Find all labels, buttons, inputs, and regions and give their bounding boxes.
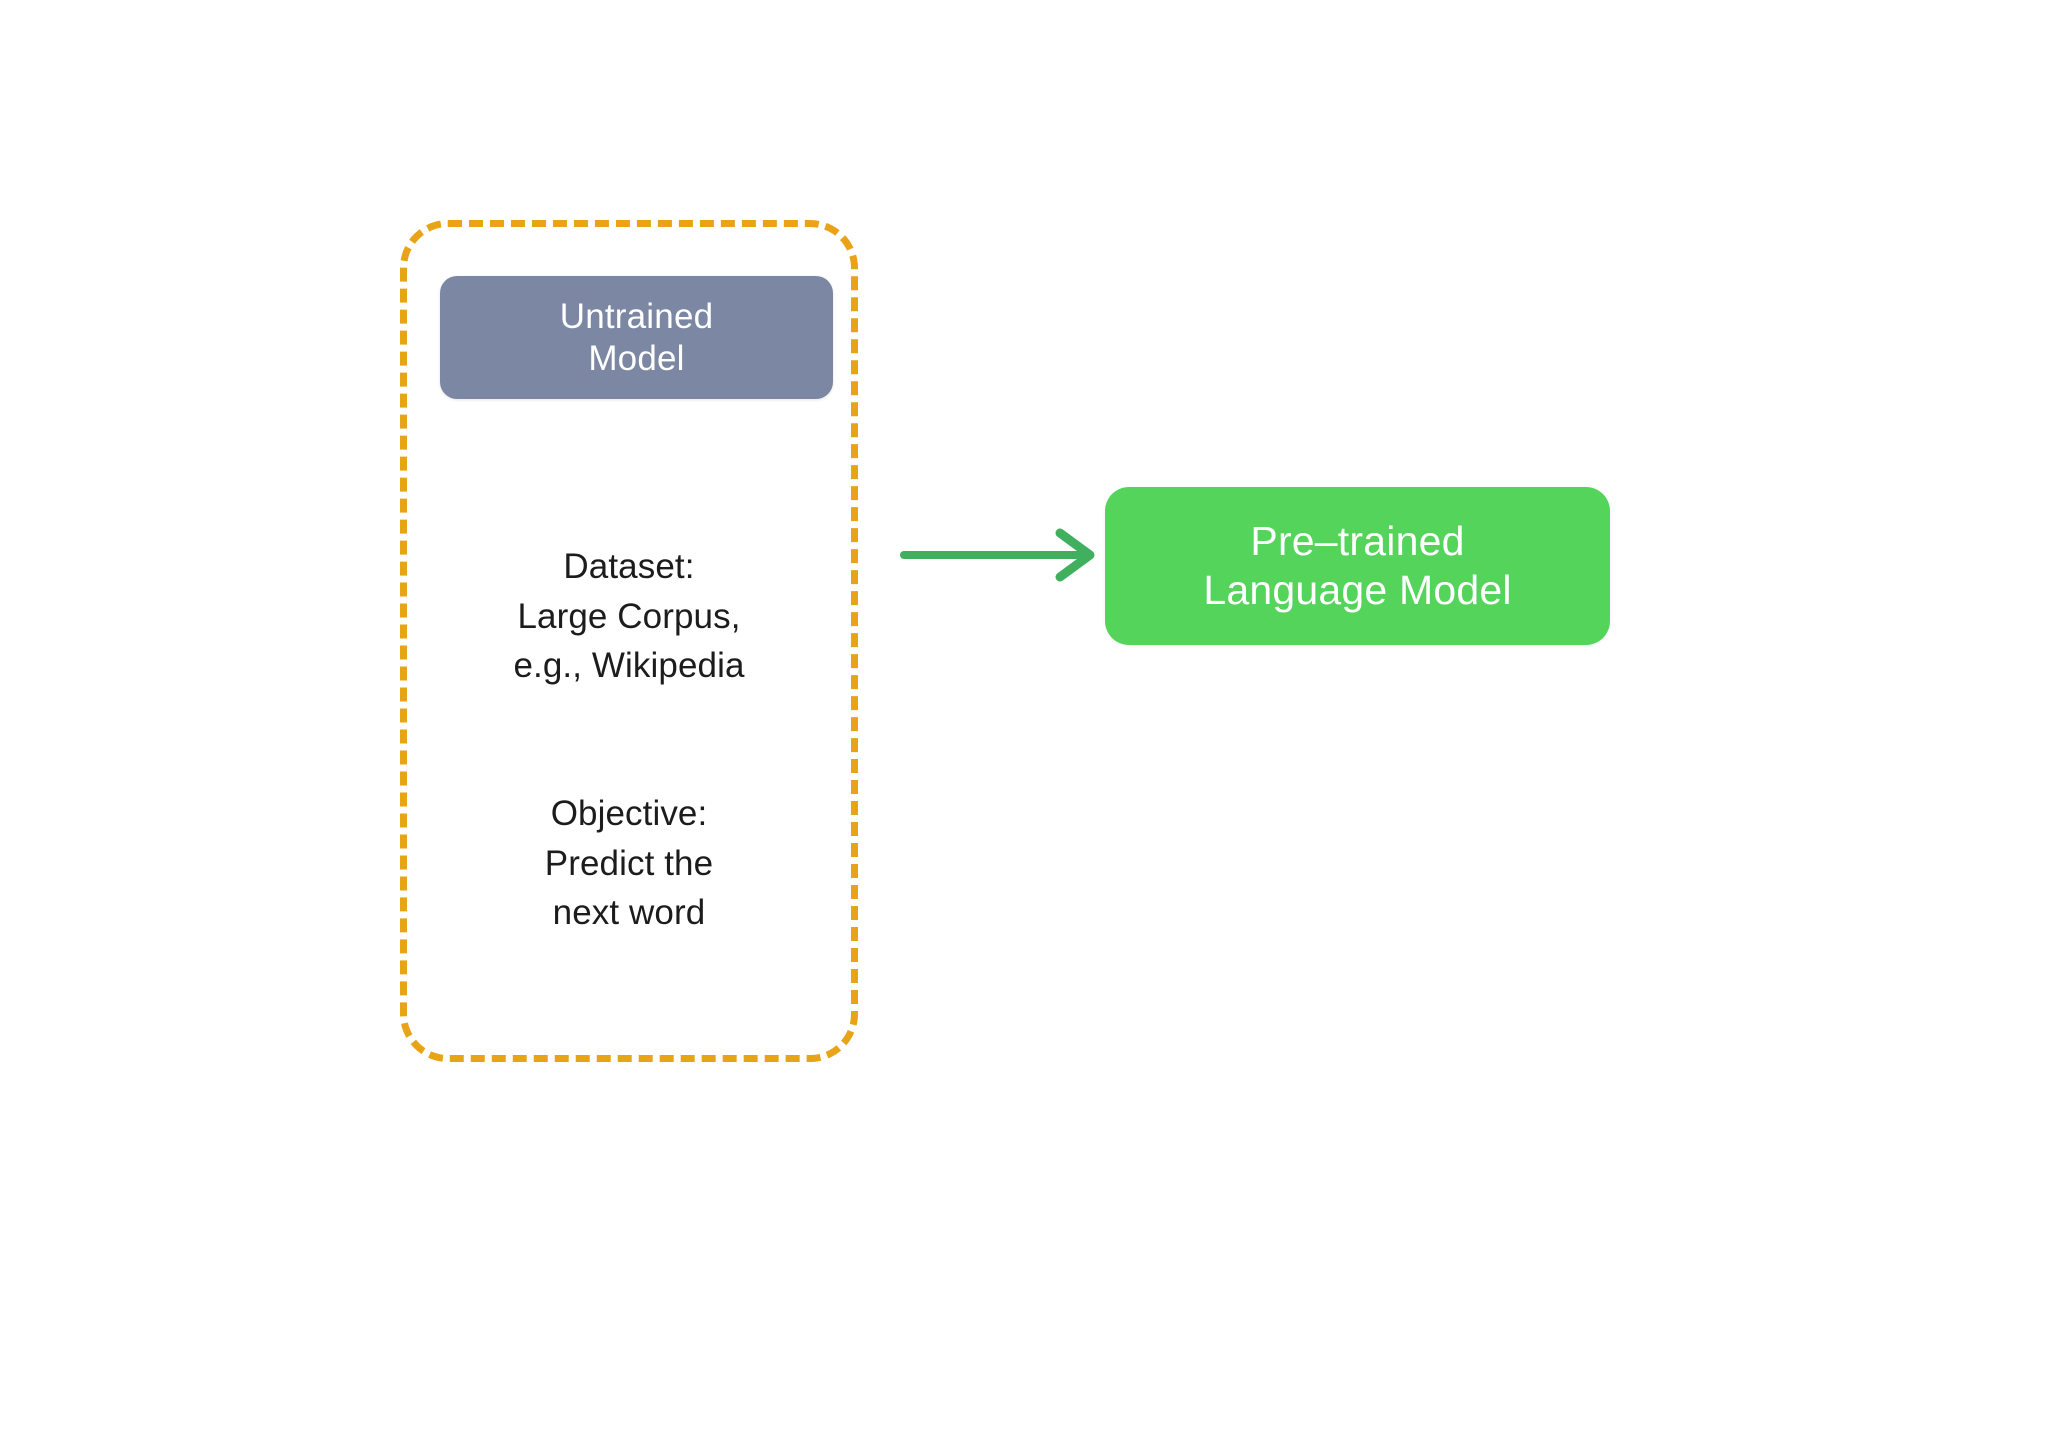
node-untrained-model[interactable]: Untrained Model (440, 276, 833, 399)
annotation-objective: Objective: Predict the next word (544, 794, 714, 933)
node-pre-trained-language-model-label: Pre–trained Language Model (1203, 517, 1512, 613)
arrow-icon (898, 525, 1108, 585)
annotation-dataset: Dataset: Large Corpus, e.g., Wikipedia (513, 547, 745, 686)
node-pre-trained-language-model[interactable]: Pre–trained Language Model (1105, 487, 1610, 645)
pre-training-stage-group (400, 220, 858, 1062)
node-untrained-model-label: Untrained Model (559, 297, 714, 378)
